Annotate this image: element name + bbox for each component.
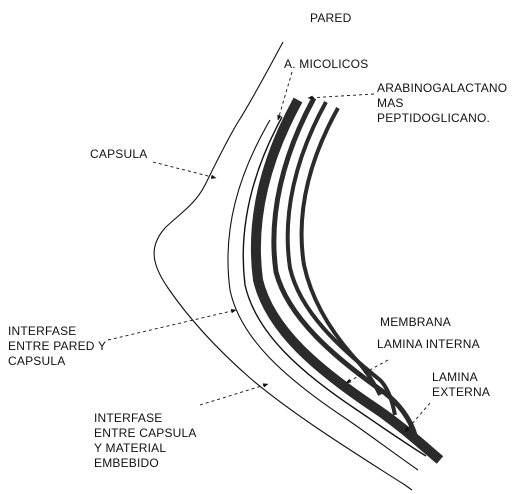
label-lamina-interna: LAMINA INTERNA	[377, 337, 480, 352]
label-arabino-line3: PEPTIDOGLICANO.	[377, 111, 507, 126]
label-interfase-capsula-line1: INTERFASE	[94, 411, 197, 426]
label-interfase-capsula-material: INTERFASE ENTRE CAPSULA Y MATERIAL EMBEB…	[94, 411, 197, 471]
label-lamina-externa-line1: LAMINA	[432, 370, 490, 385]
label-arabino-line1: ARABINOGALACTANO	[377, 81, 507, 96]
label-interfase-pared-line2: ENTRE PARED Y	[8, 339, 106, 354]
label-arabino-line2: MAS	[377, 96, 507, 111]
label-capsula-text: CAPSULA	[90, 147, 147, 161]
label-interfase-capsula-line2: ENTRE CAPSULA	[94, 426, 197, 441]
leader-arabinogalactano	[308, 94, 374, 98]
leader-interfase-capsula	[200, 384, 268, 405]
label-membrana-text: MEMBRANA	[380, 315, 451, 329]
label-capsula: CAPSULA	[90, 147, 147, 162]
label-lamina-externa: LAMINA EXTERNA	[432, 370, 490, 400]
label-micolicos: A. MICOLICOS	[284, 57, 368, 72]
label-pared: PARED	[310, 11, 351, 26]
label-lamina-interna-text: LAMINA INTERNA	[377, 337, 480, 351]
label-arabinogalactano: ARABINOGALACTANO MAS PEPTIDOGLICANO.	[377, 81, 507, 126]
label-interfase-capsula-line3: Y MATERIAL	[94, 441, 197, 456]
label-interfase-capsula-line4: EMBEBIDO	[94, 456, 197, 471]
leader-capsula	[153, 162, 216, 178]
label-micolicos-text: A. MICOLICOS	[284, 57, 368, 71]
label-membrana: MEMBRANA	[380, 315, 451, 330]
label-interfase-pared-capsula: INTERFASE ENTRE PARED Y CAPSULA	[8, 324, 106, 369]
arabinogalactan-peptidoglycan-band	[256, 100, 440, 460]
membrane-layer	[302, 108, 380, 395]
leader-interfase-pared	[108, 310, 236, 340]
label-interfase-pared-line3: CAPSULA	[8, 354, 106, 369]
label-pared-text: PARED	[310, 11, 351, 25]
label-lamina-externa-line2: EXTERNA	[432, 385, 490, 400]
label-interfase-pared-line1: INTERFASE	[8, 324, 106, 339]
